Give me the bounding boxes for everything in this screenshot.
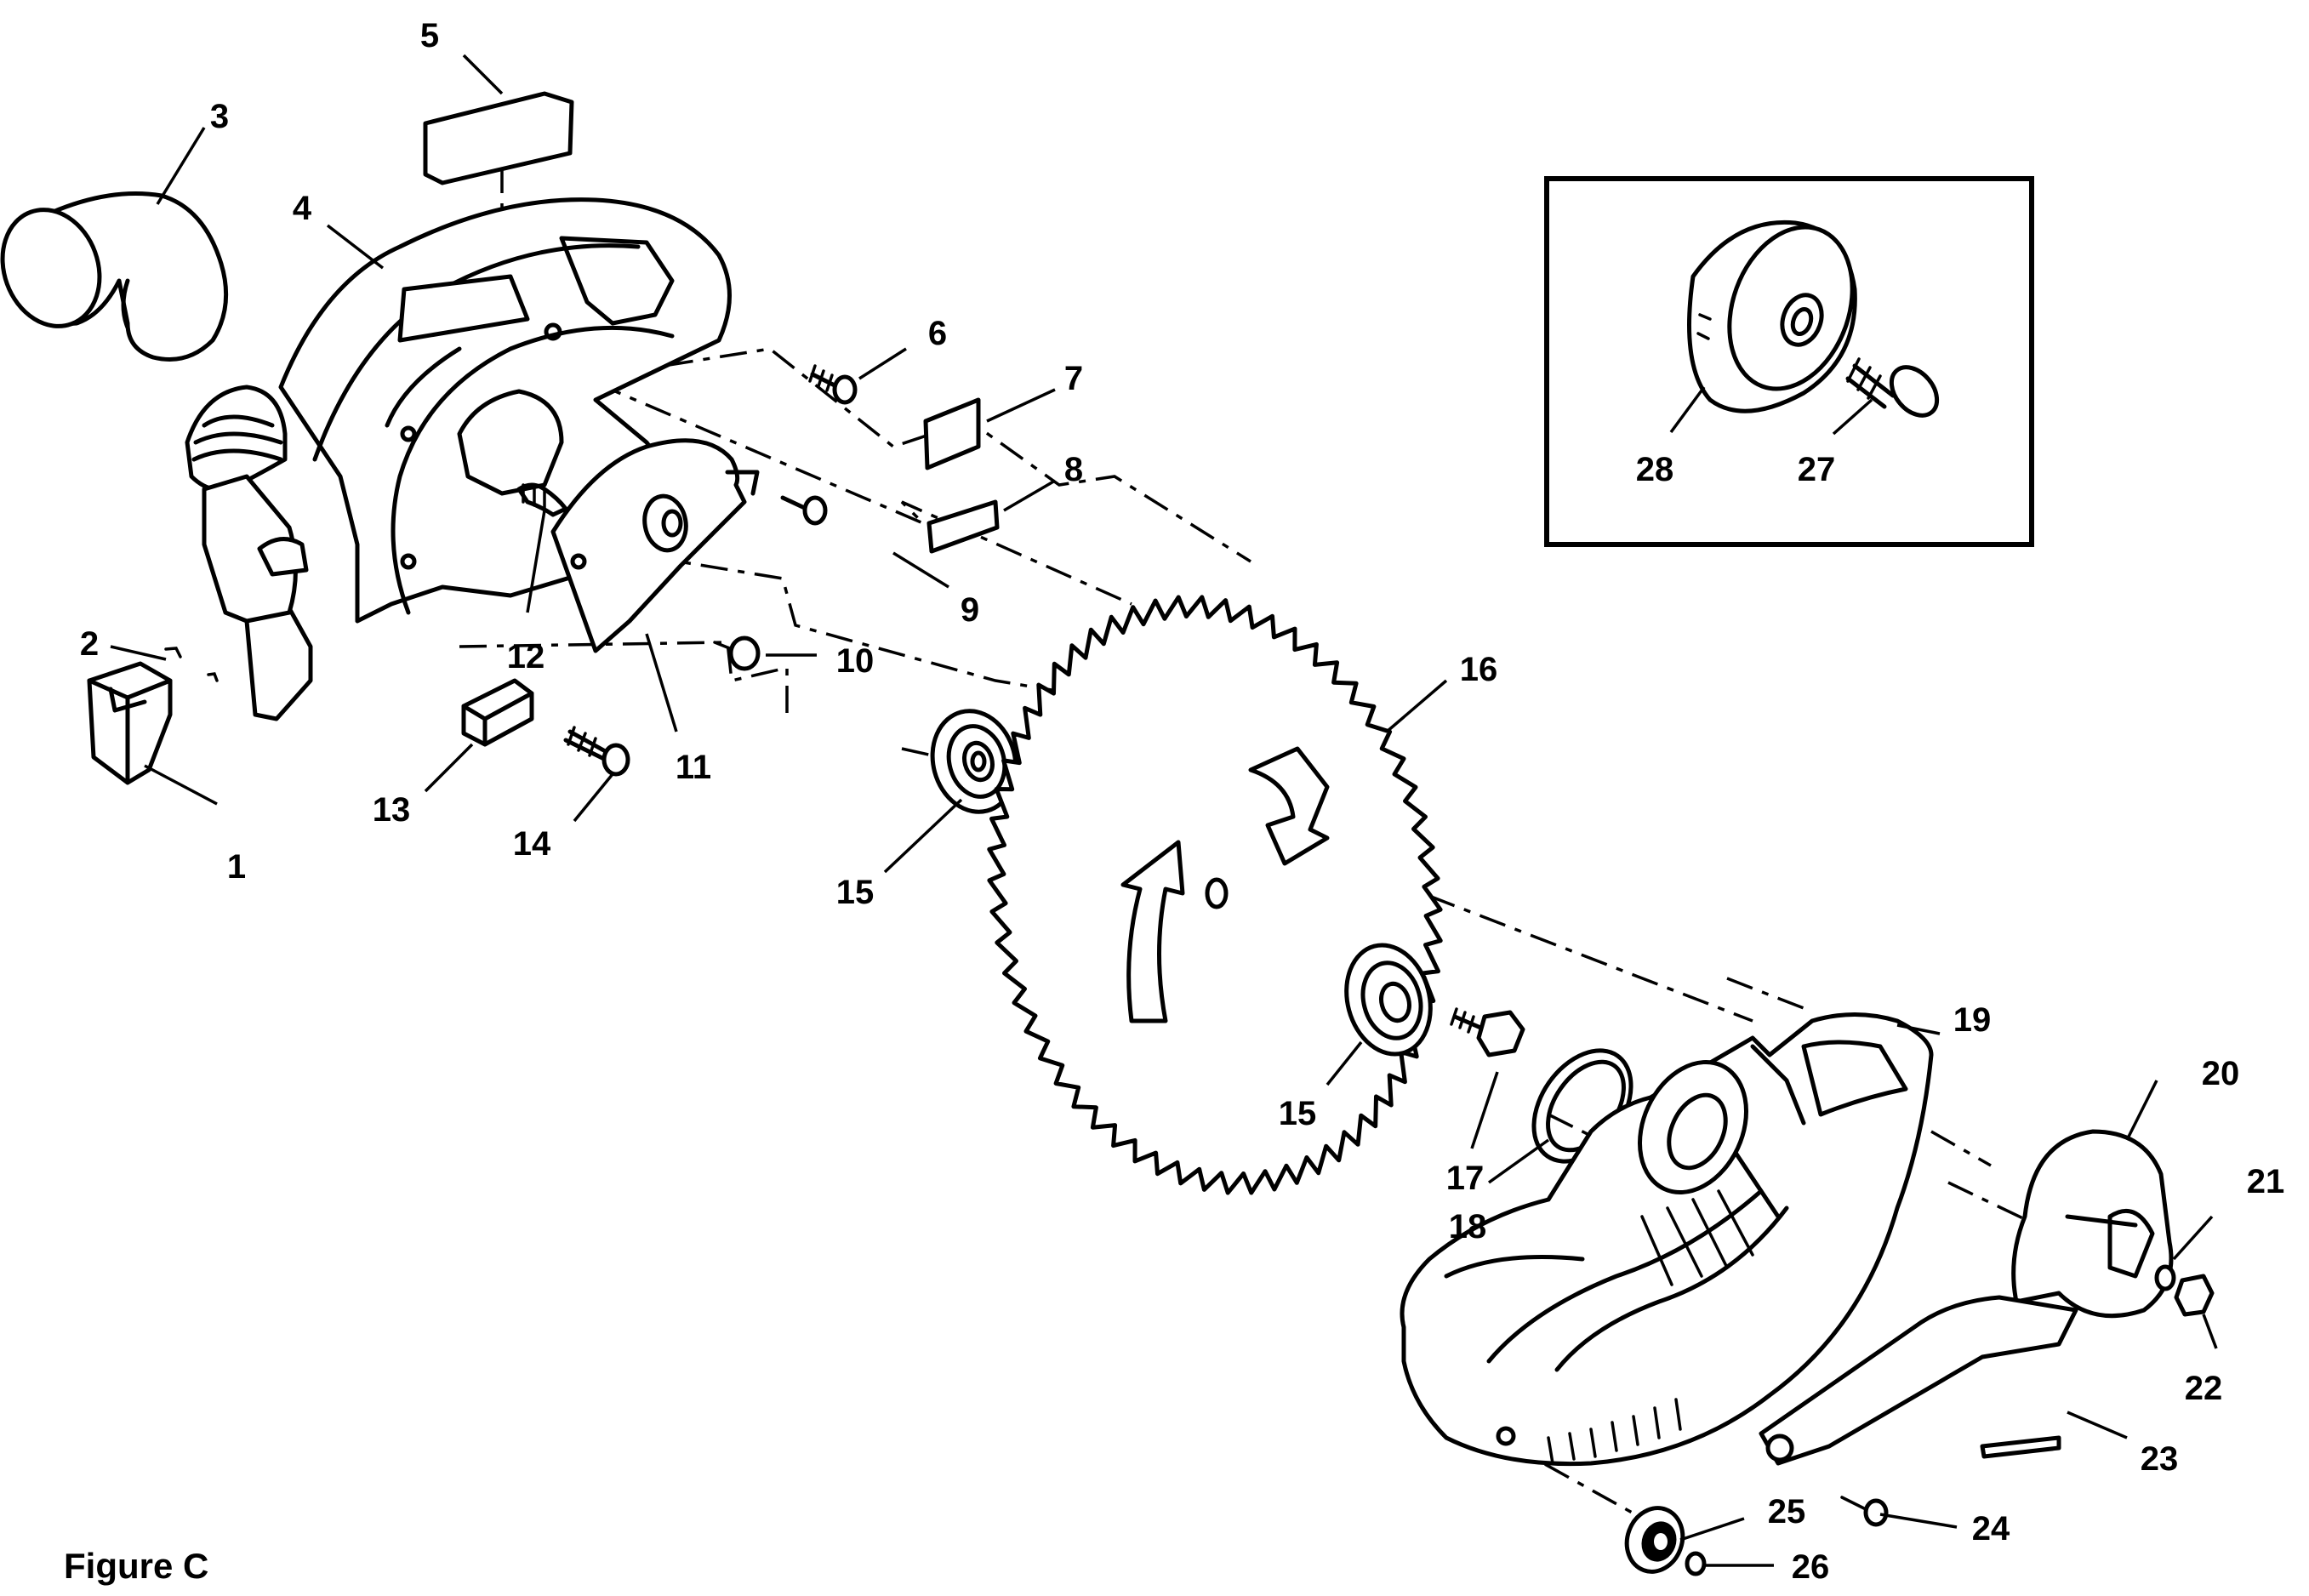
part-8-label (926, 499, 1000, 554)
callout-13: 13 (373, 791, 411, 829)
part-1-clip (87, 661, 173, 785)
part-26-nut (1685, 1551, 1707, 1576)
callout-14: 14 (513, 825, 551, 863)
part-2-pin (164, 647, 219, 682)
callout-4: 4 (293, 190, 312, 227)
part-5-label (423, 91, 574, 185)
callout-12: 12 (507, 638, 545, 675)
part-21-washer (2154, 1264, 2176, 1291)
callout-17: 17 (1446, 1160, 1485, 1197)
callout-1: 1 (227, 848, 246, 886)
callout-8: 8 (1064, 451, 1083, 488)
part-16-saw-blade (987, 595, 1443, 1195)
part-17-bolt (1450, 1007, 1525, 1057)
part-13-block (461, 678, 534, 747)
part-15-inner-flange (1344, 943, 1433, 1057)
callout-25: 25 (1768, 1493, 1806, 1530)
callout-27: 27 (1798, 451, 1836, 488)
callout-10: 10 (836, 642, 875, 680)
callout-26: 26 (1792, 1548, 1830, 1586)
callout-21: 21 (2247, 1163, 2285, 1200)
part-15-outer-flange (930, 709, 1018, 814)
callout-5: 5 (420, 17, 439, 54)
callout-16: 16 (1460, 651, 1498, 688)
part-14-screw (563, 726, 630, 777)
part-24-screw (1840, 1496, 1889, 1527)
callout-3: 3 (210, 98, 229, 135)
part-10-screw (713, 636, 761, 671)
callout-28: 28 (1636, 451, 1674, 488)
callout-23: 23 (2141, 1440, 2179, 1478)
part-12-spring (516, 482, 568, 517)
part-7-label (923, 397, 981, 470)
part-9-screw (780, 495, 828, 526)
callout-11: 11 (676, 749, 711, 786)
callout-24: 24 (1972, 1510, 2010, 1548)
part-19-lower-guard (1400, 1012, 1934, 1467)
callout-22: 22 (2185, 1370, 2223, 1407)
part-22-nut (2174, 1274, 2215, 1317)
figure-caption: Figure C (64, 1546, 208, 1586)
callout-6: 6 (928, 315, 947, 352)
leader-lines (110, 54, 2218, 1567)
part-20-link-plate (2011, 1129, 2174, 1319)
callout-7: 7 (1064, 360, 1083, 397)
part-3-dust-elbow (0, 191, 229, 362)
inset-box (1544, 176, 2034, 547)
callout-19: 19 (1953, 1001, 1992, 1039)
part-6-screw (808, 364, 858, 405)
part-11-blade-plate (550, 438, 760, 653)
callout-labels: 1 2 3 4 5 6 7 8 9 10 11 12 13 14 15 15 1… (80, 17, 2284, 1586)
part-23-arm (1759, 1295, 2078, 1466)
callout-9: 9 (961, 591, 979, 629)
part-28-knob (1687, 219, 1857, 413)
callout-15b: 15 (1279, 1095, 1317, 1132)
callout-18: 18 (1449, 1208, 1487, 1245)
part-25-wheel (1624, 1506, 1685, 1574)
callout-20: 20 (2202, 1055, 2240, 1092)
callout-2: 2 (80, 625, 99, 663)
part-27-screw (1845, 357, 1940, 418)
callout-15a: 15 (836, 874, 875, 911)
